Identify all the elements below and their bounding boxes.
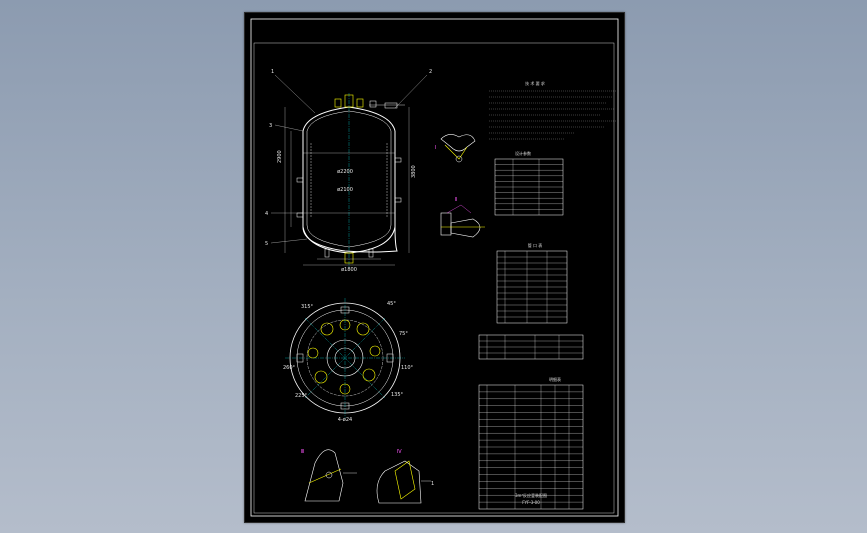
detail-view-d: 1 Ⅳ xyxy=(376,449,434,504)
angle-135: 135° xyxy=(391,392,404,398)
detail-view-a: Ⅰ xyxy=(435,134,476,163)
table-parts-list: 明细表 xyxy=(478,376,584,510)
title-line-1: 3m³反应釜装配图 xyxy=(515,492,547,498)
svg-text:Ⅳ: Ⅳ xyxy=(397,449,402,455)
detail-view-c: Ⅲ xyxy=(301,449,357,502)
leader-label-5: 5 xyxy=(265,241,268,247)
vessel-front-view: ø2200 ø2100 ø1800 2900 3800 1 2 3 4 5 xyxy=(265,69,432,273)
dim-height: 3800 xyxy=(411,165,417,178)
sheet-inner-frame xyxy=(253,42,615,514)
dim-side-height: 2900 xyxy=(277,150,283,163)
plan-bottom-label: 4-ø24 xyxy=(338,417,352,423)
svg-text:Ⅰ: Ⅰ xyxy=(435,145,436,151)
dim-diameter-top: ø2200 xyxy=(337,169,353,175)
drawing-canvas: ø2200 ø2100 ø1800 2900 3800 1 2 3 4 5 Ⅰ xyxy=(250,18,619,517)
table-connection xyxy=(478,334,584,360)
angle-45: 45° xyxy=(387,301,396,307)
table-nozzle-title: 管 口 表 xyxy=(528,242,543,248)
drawing-sheet: ø2200 ø2100 ø1800 2900 3800 1 2 3 4 5 Ⅰ xyxy=(244,12,625,523)
leader-label-1: 1 xyxy=(271,69,274,75)
svg-text:Ⅲ: Ⅲ xyxy=(301,449,304,455)
leader-label-3: 3 xyxy=(269,123,272,129)
table-design-parameters: 设计参数 xyxy=(494,150,564,216)
title-line-2: FYF-3-00 xyxy=(522,500,540,505)
dim-diameter-mid: ø2100 xyxy=(337,187,353,193)
angle-75: 75° xyxy=(399,331,408,337)
title-block: 3m³反应釜装配图 FYF-3-00 xyxy=(515,492,547,505)
angle-225: 225° xyxy=(295,393,308,399)
dim-bottom: ø1800 xyxy=(341,267,357,273)
table-design-title: 设计参数 xyxy=(515,150,531,156)
plan-view: 315° 45° 75° 110° 135° 225° 260° 4-ø24 xyxy=(283,298,414,423)
angle-110: 110° xyxy=(401,365,414,371)
detail-view-b: Ⅱ xyxy=(440,197,485,238)
svg-text:Ⅱ: Ⅱ xyxy=(455,197,457,203)
table-parts-title: 明细表 xyxy=(549,376,561,382)
technical-notes: 技 术 要 求 xyxy=(489,80,617,140)
leader-label-4: 4 xyxy=(265,211,268,217)
sheet-frame xyxy=(250,18,619,517)
notes-title: 技 术 要 求 xyxy=(525,80,545,86)
table-nozzle-schedule: 管 口 表 xyxy=(496,242,568,324)
angle-315: 315° xyxy=(301,304,314,310)
leader-label-2: 2 xyxy=(429,69,432,75)
svg-text:1: 1 xyxy=(431,481,434,487)
angle-260: 260° xyxy=(283,365,296,371)
